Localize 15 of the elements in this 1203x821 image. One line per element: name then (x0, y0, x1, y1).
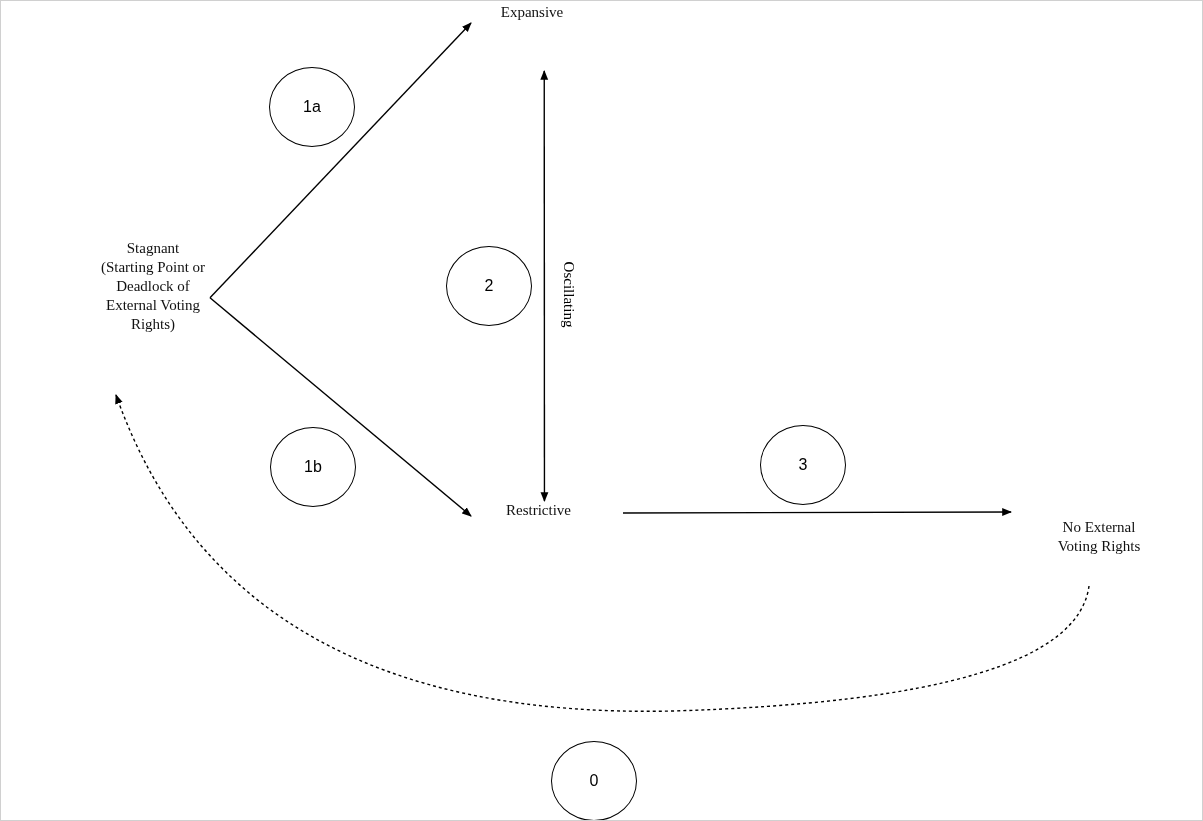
step-number: 2 (484, 277, 494, 295)
state-label: Stagnant (125, 239, 181, 258)
arrow (209, 22, 472, 299)
step-number: 3 (798, 456, 808, 474)
arrow (209, 297, 472, 517)
state-label: Restrictive (505, 501, 572, 520)
dashed-arrow (115, 394, 1090, 712)
step-number: 1b (304, 458, 322, 476)
arrow (540, 70, 549, 502)
step-number: 0 (589, 772, 599, 790)
state-label: No External Voting Rights (1056, 518, 1142, 556)
state-label: (Starting Point or Deadlock of External Voting Rights) (99, 258, 207, 334)
step-number: 1a (303, 98, 321, 116)
arrow (622, 508, 1012, 516)
state-label: Expansive (499, 3, 565, 22)
